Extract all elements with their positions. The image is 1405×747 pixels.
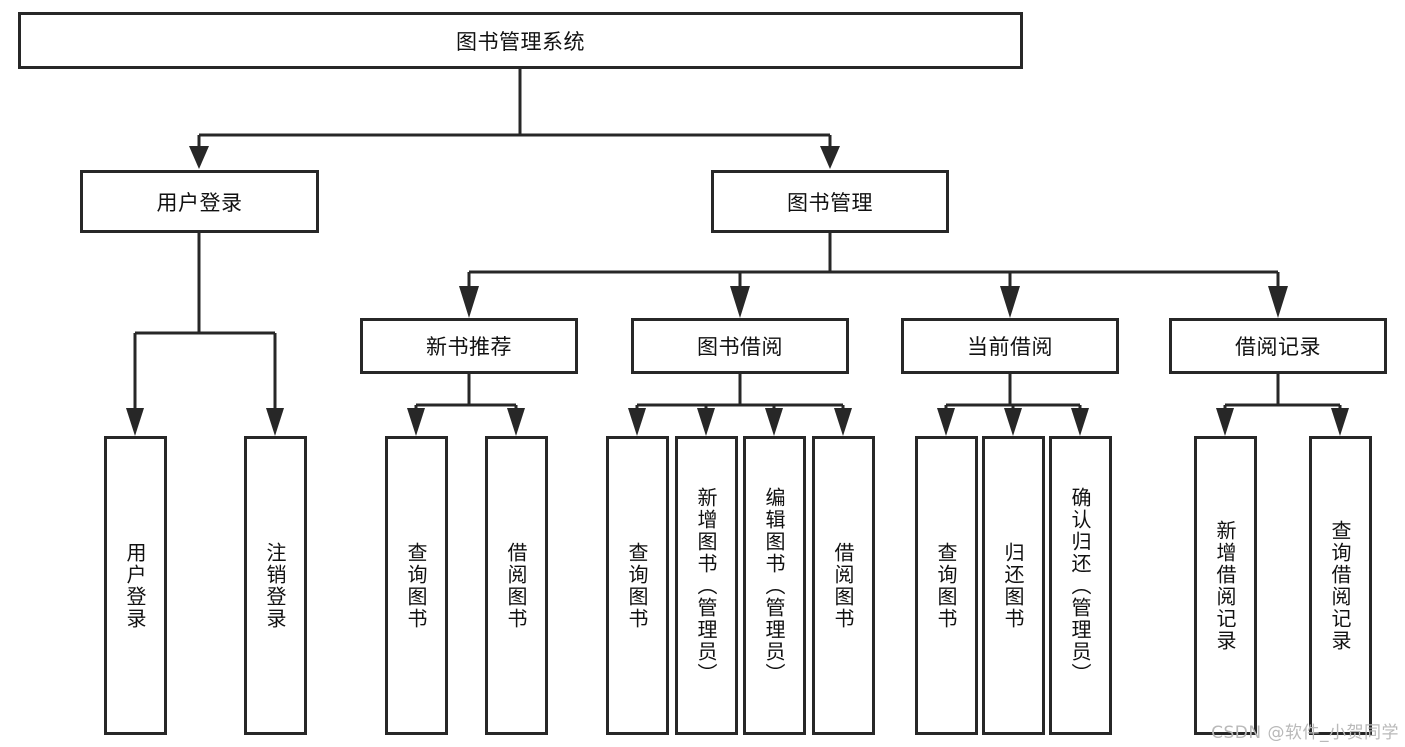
leaf-box-br-query-record[interactable] — [1309, 436, 1372, 735]
arrow-head-bb-leaf-2 — [697, 408, 715, 436]
leaf-box-logout[interactable] — [244, 436, 307, 735]
leaf-box-nb-query-book[interactable] — [385, 436, 448, 735]
node-book-manage-box[interactable] — [711, 170, 949, 233]
node-borrow-record-box[interactable] — [1169, 318, 1387, 374]
arrow-head-bb-leaf-3 — [765, 408, 783, 436]
leaf-box-bb-query-book[interactable] — [606, 436, 669, 735]
arrow-head-nb-leaf-2 — [507, 408, 525, 436]
node-root-box[interactable] — [18, 12, 1023, 69]
arrow-head-br-leaf-1 — [1216, 408, 1234, 436]
arrow-head-cb-leaf-2 — [1004, 408, 1022, 436]
leaf-box-cb-confirm-return[interactable] — [1049, 436, 1112, 735]
arrow-head-leaf-user-login — [126, 408, 144, 436]
arrow-head-cb-leaf-3 — [1071, 408, 1089, 436]
arrow-head-nb-leaf-1 — [407, 408, 425, 436]
leaf-box-cb-query-book[interactable] — [915, 436, 978, 735]
leaf-box-bb-add-book[interactable] — [675, 436, 738, 735]
node-user-login-box[interactable] — [80, 170, 319, 233]
arrow-head-book-borrow — [730, 286, 750, 318]
arrow-head-current-borrow — [1000, 286, 1020, 318]
leaf-box-user-login[interactable] — [104, 436, 167, 735]
node-current-borrow-box[interactable] — [901, 318, 1119, 374]
leaf-box-cb-return-book[interactable] — [982, 436, 1045, 735]
arrow-head-new-book — [459, 286, 479, 318]
leaf-box-bb-borrow-book[interactable] — [812, 436, 875, 735]
leaf-box-nb-borrow-book[interactable] — [485, 436, 548, 735]
arrow-head-leaf-logout — [266, 408, 284, 436]
arrow-head-cb-leaf-1 — [937, 408, 955, 436]
arrow-head-borrow-record — [1268, 286, 1288, 318]
arrow-head-user-login — [189, 146, 209, 169]
leaf-box-br-add-record[interactable] — [1194, 436, 1257, 735]
node-book-borrow-box[interactable] — [631, 318, 849, 374]
arrow-head-book-manage — [820, 146, 840, 169]
leaf-box-bb-edit-book[interactable] — [743, 436, 806, 735]
node-new-book-box[interactable] — [360, 318, 578, 374]
arrow-head-bb-leaf-1 — [628, 408, 646, 436]
arrow-head-bb-leaf-4 — [834, 408, 852, 436]
arrow-head-br-leaf-2 — [1331, 408, 1349, 436]
